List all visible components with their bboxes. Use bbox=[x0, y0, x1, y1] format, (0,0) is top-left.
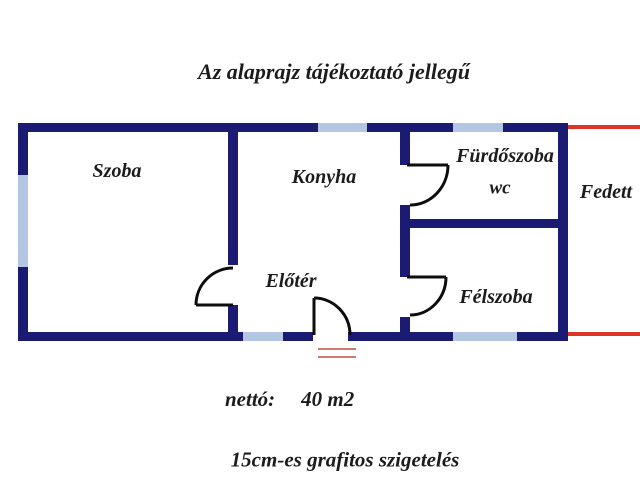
wall-left-lower bbox=[18, 267, 28, 332]
wall-top bbox=[18, 123, 568, 132]
wall-szoba-divider-lower bbox=[228, 305, 238, 332]
room-label-furdoszoba: Fürdőszoba bbox=[456, 145, 554, 167]
room-label-felszoba: Félszoba bbox=[459, 286, 533, 308]
plan-title: Az alaprajz tájékoztató jellegű bbox=[198, 59, 470, 84]
wall-bottom-seg3 bbox=[348, 332, 453, 341]
room-label-wc: wc bbox=[489, 177, 511, 199]
room-label-konyha: Konyha bbox=[291, 166, 357, 188]
net-area-value: 40 m2 bbox=[301, 387, 355, 411]
wall-bottom-seg2 bbox=[283, 332, 313, 341]
entry-step-line-2 bbox=[318, 356, 356, 358]
wall-bottom-seg4 bbox=[517, 332, 568, 341]
window-szoba-left bbox=[18, 175, 28, 267]
net-area-label: nettó: bbox=[225, 387, 276, 411]
entry-step-line-1 bbox=[318, 348, 356, 350]
room-label-szoba: Szoba bbox=[92, 160, 142, 182]
door-arc-furdoszoba bbox=[409, 164, 450, 207]
door-arc-felszoba bbox=[409, 276, 448, 317]
wall-konyha-divider-middle bbox=[400, 205, 410, 277]
window-konyha-top bbox=[318, 123, 367, 132]
door-arc-szoba bbox=[194, 266, 234, 306]
room-label-eloter: Előtér bbox=[265, 270, 317, 292]
wall-szoba-divider-upper bbox=[228, 132, 238, 265]
window-felszoba-bottom bbox=[453, 332, 517, 341]
wall-bottom-seg1 bbox=[18, 332, 243, 341]
room-label-fedett: Fedett bbox=[579, 181, 633, 203]
wall-furdoszoba-felszoba bbox=[410, 219, 558, 228]
wall-left-upper bbox=[18, 132, 28, 175]
wall-right bbox=[558, 132, 568, 332]
window-furdoszoba-top bbox=[453, 123, 503, 132]
door-arc-entry bbox=[313, 296, 352, 336]
window-eloter-bottom bbox=[243, 332, 283, 341]
terrace-line-top bbox=[568, 125, 640, 129]
wall-konyha-divider-lower bbox=[400, 317, 410, 332]
terrace-line-bottom bbox=[568, 332, 640, 336]
insulation-note: 15cm-es grafitos szigetelés bbox=[230, 447, 460, 472]
net-area-row: nettó: 40 m2 bbox=[225, 387, 354, 412]
wall-konyha-divider-upper bbox=[400, 132, 410, 165]
